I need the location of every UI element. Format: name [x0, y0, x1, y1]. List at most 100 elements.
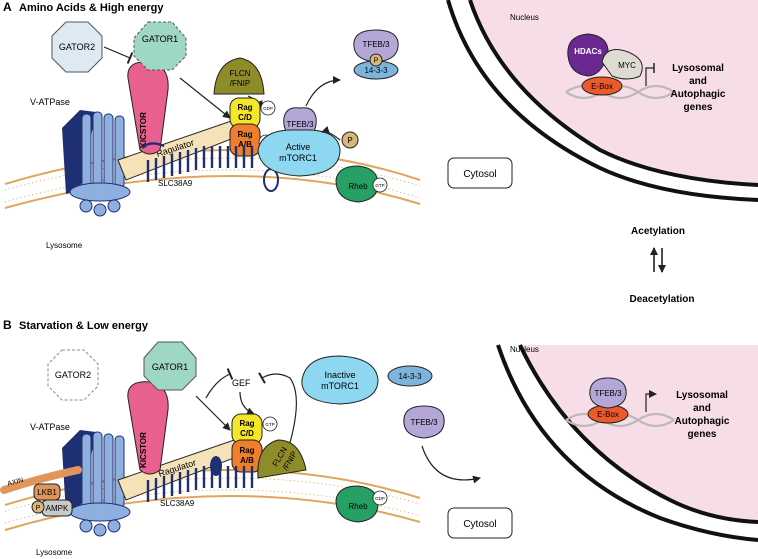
slc-loop-b	[210, 456, 222, 476]
svg-text:Inactive: Inactive	[324, 370, 355, 380]
svg-text:C/D: C/D	[240, 429, 254, 438]
svg-text:genes: genes	[684, 102, 713, 113]
panel-b-title: Starvation & Low energy	[19, 320, 149, 332]
tfeb-1433-complex-a: TFEB/3 14-3-3 P	[353, 29, 399, 80]
svg-text:TFEB/3: TFEB/3	[594, 389, 622, 398]
svg-text:Rag: Rag	[237, 103, 252, 112]
lysosome-label-b: Lysosome	[36, 548, 73, 557]
svg-text:P: P	[374, 58, 379, 65]
svg-text:and: and	[693, 403, 711, 414]
tfeb-nuclear-b: TFEB/3	[589, 377, 627, 409]
gef-label: GEF	[232, 378, 251, 388]
svg-text:Nucleus: Nucleus	[510, 345, 539, 354]
deacetylation-label: Deacetylation	[629, 294, 694, 305]
flcn-fnip-b: FLCN /FNIP	[257, 439, 307, 479]
svg-text:/FNIP: /FNIP	[230, 79, 250, 88]
cytosol-box-b: Cytosol	[447, 507, 513, 539]
rag-cd-a: Rag C/D GDP	[229, 97, 276, 129]
gator1-a: GATOR1	[133, 21, 187, 71]
flcn-fnip-a: FLCN /FNIP	[213, 57, 265, 95]
genes-label-a: Lysosomal and Autophagic genes	[671, 63, 726, 113]
slc38a9-a	[141, 142, 254, 182]
phospho-a: P	[341, 131, 359, 149]
svg-text:genes: genes	[688, 429, 717, 440]
svg-text:GDP: GDP	[263, 106, 273, 111]
svg-text:Active: Active	[286, 142, 311, 152]
axin-lkb1-ampk: AXIN LKB1 AMPK P	[0, 466, 82, 517]
gator1-to-rag-a	[179, 77, 231, 119]
active-mtorc1: Active mTORC1	[257, 129, 341, 177]
rheb-b: Rheb GDP	[335, 485, 388, 523]
svg-text:GATOR2: GATOR2	[59, 42, 95, 52]
svg-text:GATOR1: GATOR1	[142, 34, 178, 44]
svg-text:GATOR2: GATOR2	[55, 370, 91, 380]
kicstor-a: KICSTOR	[127, 61, 169, 155]
svg-text:KICSTOR: KICSTOR	[139, 432, 148, 468]
svg-text:GDP: GDP	[375, 496, 385, 501]
svg-text:TFEB/3: TFEB/3	[286, 120, 314, 129]
acetylation-label: Acetylation	[631, 226, 685, 237]
panel-a: A Amino Acids & High energy Nucleus E-Bo…	[3, 0, 758, 250]
slc-label-b: SLC38A9	[160, 499, 195, 508]
svg-text:14-3-3: 14-3-3	[398, 372, 422, 381]
svg-text:Autophagic: Autophagic	[675, 416, 730, 427]
svg-text:AXIN: AXIN	[7, 477, 25, 488]
genes-label-b: Lysosomal and Autophagic genes	[675, 390, 730, 440]
acetylation-switch: Acetylation Deacetylation	[629, 226, 694, 305]
svg-text:LKB1: LKB1	[37, 488, 57, 497]
svg-text:14-3-3: 14-3-3	[364, 66, 388, 75]
svg-text:E-Box: E-Box	[597, 410, 619, 419]
gene-inhibition-mark	[645, 67, 654, 86]
nucleus-b: Nucleus	[496, 344, 758, 542]
svg-text:Rag: Rag	[239, 419, 254, 428]
svg-text:KICSTOR: KICSTOR	[139, 112, 148, 148]
svg-text:MYC: MYC	[618, 61, 636, 70]
rheb-a: Rheb GTP	[335, 165, 388, 203]
free-1433-b: 14-3-3	[387, 365, 433, 387]
svg-text:mTORC1: mTORC1	[279, 153, 317, 163]
free-tfeb-b: TFEB/3	[403, 405, 445, 439]
svg-text:GTP: GTP	[265, 422, 274, 427]
gator1-b: GATOR1	[143, 341, 197, 391]
panel-b: B Starvation & Low energy Nucleus E-Box …	[0, 318, 758, 557]
svg-text:FLCN: FLCN	[230, 69, 251, 78]
nucleus-label-a: Nucleus	[510, 13, 539, 22]
svg-text:P: P	[347, 136, 352, 145]
v-atpase-label-b: V-ATPase	[30, 422, 70, 432]
svg-text:Rheb: Rheb	[348, 182, 368, 191]
svg-text:Rag: Rag	[239, 446, 254, 455]
gene-activation-mark	[645, 390, 657, 412]
panel-a-letter: A	[3, 0, 12, 14]
rag-cd-b: Rag C/D GTP	[231, 413, 278, 445]
svg-text:GATOR1: GATOR1	[152, 362, 188, 372]
svg-text:TFEB/3: TFEB/3	[410, 418, 438, 427]
gator2-inhibits-gator1-a	[103, 46, 134, 64]
v-atpase-a	[62, 110, 131, 217]
cytosol-box-a: Cytosol	[447, 157, 513, 189]
svg-text:HDACs: HDACs	[574, 47, 602, 56]
lysosome-label-a: Lysosome	[46, 241, 83, 250]
svg-text:and: and	[689, 76, 707, 87]
svg-text:A/B: A/B	[238, 140, 252, 149]
slc38a9-b	[146, 466, 254, 502]
inactive-mtorc1: Inactive mTORC1	[301, 355, 379, 405]
svg-text:Lysosomal: Lysosomal	[672, 63, 724, 74]
panel-b-letter: B	[3, 318, 12, 332]
kicstor-b: KICSTOR	[127, 381, 169, 475]
svg-text:TFEB/3: TFEB/3	[362, 40, 390, 49]
slc-loop-a	[263, 168, 279, 192]
svg-text:GTP: GTP	[375, 183, 384, 188]
gator2-a: GATOR2	[51, 21, 103, 73]
panel-a-title: Amino Acids & High energy	[19, 2, 164, 14]
svg-text:E-Box: E-Box	[591, 82, 613, 91]
v-atpase-label-a: V-ATPase	[30, 97, 70, 107]
myc: MYC	[601, 49, 643, 80]
svg-text:Autophagic: Autophagic	[671, 89, 726, 100]
svg-text:Lysosomal: Lysosomal	[676, 390, 728, 401]
svg-text:C/D: C/D	[238, 113, 252, 122]
svg-text:Rheb: Rheb	[348, 502, 368, 511]
gator2-b: GATOR2	[47, 349, 99, 401]
slc-label-a: SLC38A9	[158, 179, 193, 188]
svg-text:AMPK: AMPK	[46, 504, 69, 513]
